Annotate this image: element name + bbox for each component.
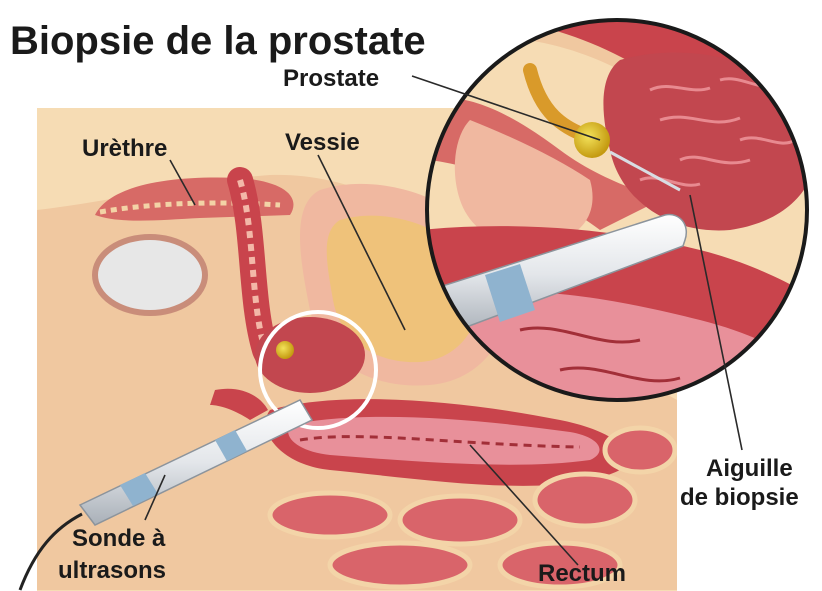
label-sonde-2: ultrasons	[58, 557, 166, 584]
label-rectum: Rectum	[538, 560, 626, 587]
biopsy-target-small	[276, 341, 294, 359]
biopsy-target-large	[574, 122, 610, 158]
prostate-small	[255, 317, 365, 393]
pubic-bone	[95, 237, 205, 313]
label-sonde-1: Sonde à	[72, 525, 166, 552]
label-aiguille-2: de biopsie	[680, 484, 799, 511]
label-vessie: Vessie	[285, 129, 360, 156]
diagram-title: Biopsie de la prostate	[10, 19, 426, 63]
label-aiguille-1: Aiguille	[706, 455, 793, 482]
label-prostate: Prostate	[283, 65, 379, 92]
label-urethre: Urèthre	[82, 135, 167, 162]
